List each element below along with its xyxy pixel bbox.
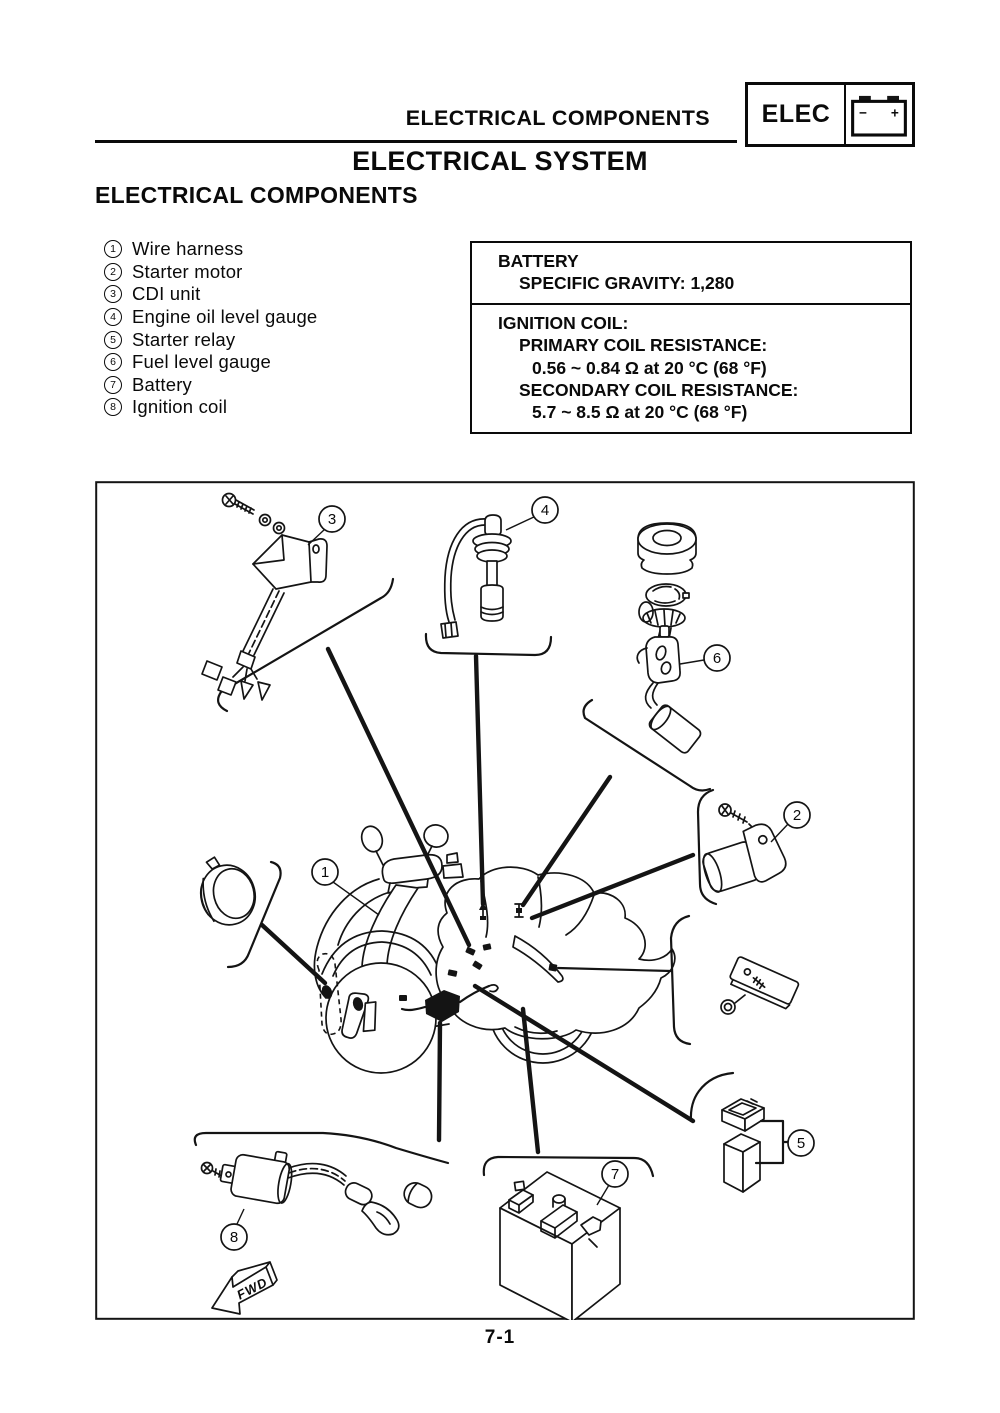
legend-item-number: 3 (104, 285, 122, 304)
wire-harness-connectors (399, 902, 558, 1022)
starter-relay-part (721, 1098, 790, 1193)
leader-lines (259, 646, 696, 1155)
spec-primary-value: 0.56 ~ 0.84 Ω at 20 °C (68 °F) (532, 357, 767, 378)
battery-minus-sign: − (859, 105, 867, 120)
starter-motor-part (702, 803, 787, 893)
callout-3: 3 (318, 505, 346, 533)
legend-item-label: Ignition coil (132, 396, 228, 418)
chapter-tab: ELEC − + (745, 82, 915, 147)
callout-5: 5 (787, 1129, 815, 1157)
spec-ignition-section: IGNITION COIL: PRIMARY COIL RESISTANCE: … (472, 302, 910, 432)
group-brackets (193, 577, 735, 1178)
spec-secondary-value: 5.7 ~ 8.5 Ω at 20 °C (68 °F) (532, 402, 748, 423)
legend-item-label: Starter relay (132, 328, 236, 350)
mounting-plate-part (720, 956, 800, 1015)
legend-item-label: Fuel level gauge (132, 351, 271, 373)
callouts: 1 2 3 4 5 6 7 8 (220, 496, 815, 1251)
header-rule (95, 140, 737, 143)
legend-item-label: Battery (132, 373, 193, 395)
scooter-illustration (313, 824, 676, 1074)
svg-text:8: 8 (230, 1229, 238, 1246)
fuel-level-gauge-part (636, 522, 702, 754)
legend-item: 7 Battery (104, 374, 317, 397)
legend-item-number: 4 (104, 308, 122, 327)
svg-text:4: 4 (541, 502, 549, 519)
svg-text:2: 2 (793, 807, 801, 824)
page-title: ELECTRICAL SYSTEM (352, 146, 648, 176)
callout-6: 6 (703, 644, 731, 672)
headlight-part (199, 856, 257, 926)
svg-text:5: 5 (797, 1135, 805, 1152)
spec-secondary-label: SECONDARY COIL RESISTANCE: (519, 380, 799, 401)
legend-item-number: 8 (104, 398, 122, 417)
legend-item: 3 CDI unit (104, 283, 317, 306)
battery-plus-sign: + (891, 105, 899, 120)
parts-diagram: 1 2 3 4 5 6 7 8 FWD (95, 481, 915, 1323)
svg-text:6: 6 (713, 650, 721, 667)
spec-ignition-title: IGNITION COIL: (498, 312, 629, 333)
spec-battery-section: BATTERY SPECIFIC GRAVITY: 1,280 (472, 243, 910, 303)
oil-level-gauge-part (440, 514, 512, 639)
callout-1: 1 (311, 858, 339, 886)
legend-item-number: 5 (104, 330, 122, 349)
parts-legend: 1 Wire harness 2 Starter motor 3 CDI unit 4… (104, 238, 317, 419)
spec-battery-title: BATTERY (498, 251, 579, 271)
legend-item: 4 Engine oil level gauge (104, 306, 317, 329)
legend-item-label: Starter motor (132, 260, 243, 282)
legend-item-label: CDI unit (132, 283, 201, 305)
spec-primary-label: PRIMARY COIL RESISTANCE: (519, 335, 768, 356)
battery-icon-svg: − + (851, 95, 907, 137)
mirror-right (423, 824, 449, 848)
svg-text:1: 1 (321, 864, 329, 881)
legend-item: 6 Fuel level gauge (104, 351, 317, 374)
page-number: 7-1 (484, 1327, 516, 1348)
legend-item-label: Wire harness (132, 238, 244, 260)
callout-8: 8 (220, 1223, 248, 1251)
spec-battery-value: SPECIFIC GRAVITY: 1,280 (519, 273, 735, 294)
running-title: ELECTRICAL COMPONENTS (405, 106, 710, 130)
legend-item-number: 6 (104, 353, 122, 372)
section-heading: ELECTRICAL COMPONENTS (95, 182, 418, 208)
ignition-coil-part (200, 1150, 433, 1236)
legend-item-number: 2 (104, 262, 122, 281)
legend-item-number: 7 (104, 375, 122, 394)
callout-2: 2 (783, 801, 811, 829)
cdi-unit-part (201, 492, 328, 701)
legend-item: 5 Starter relay (104, 328, 317, 351)
callout-4: 4 (531, 496, 559, 524)
battery-part (499, 1171, 621, 1323)
svg-text:7: 7 (611, 1166, 619, 1183)
spec-box: BATTERY SPECIFIC GRAVITY: 1,280 IGNITION… (470, 241, 912, 434)
legend-item: 2 Starter motor (104, 261, 317, 284)
parts-diagram-svg: 1 2 3 4 5 6 7 8 FWD (95, 481, 915, 1323)
front-wheel (325, 962, 437, 1074)
legend-item-number: 1 (104, 240, 122, 259)
svg-text:3: 3 (328, 511, 336, 528)
callout-7: 7 (601, 1160, 629, 1188)
legend-item: 1 Wire harness (104, 238, 317, 261)
legend-item-label: Engine oil level gauge (132, 306, 318, 328)
battery-icon: − + (846, 85, 912, 144)
legend-item: 8 Ignition coil (104, 396, 317, 419)
chapter-tab-label: ELEC (748, 85, 846, 144)
wire-harness-hub (425, 990, 460, 1022)
